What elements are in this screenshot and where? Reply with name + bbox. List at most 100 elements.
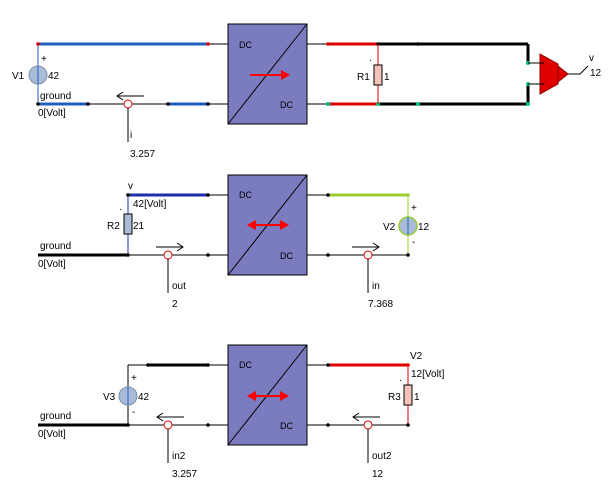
resistor-r2-value: 21 — [133, 221, 145, 232]
node-c1-d — [86, 102, 90, 106]
resistor-r2-dot: · — [119, 204, 122, 215]
source-v3-minus: - — [132, 407, 135, 418]
probe-label: v — [589, 53, 594, 64]
current-c2-out-value: 2 — [172, 299, 178, 310]
current-c1-value: 3.257 — [130, 149, 155, 160]
node-c3-f — [406, 363, 410, 367]
probe-output-lead-2 — [579, 65, 589, 75]
source-v1-plus: + — [41, 54, 47, 65]
node-c3-c — [126, 423, 130, 427]
node-c1-e — [166, 102, 170, 106]
voltage-probe-body — [539, 53, 559, 95]
current-meter-c3-in — [163, 420, 173, 430]
resistor-r1-label: R1 — [357, 72, 370, 83]
source-v3-plus: + — [131, 373, 137, 384]
current-c3-out-label: out2 — [372, 451, 392, 462]
resistor-r2-label: R2 — [107, 221, 120, 232]
source-v2-plus: + — [411, 203, 417, 214]
node-c2-f — [406, 193, 410, 197]
node-c2-d — [206, 253, 210, 257]
current-c1-label: i — [130, 130, 132, 141]
converter-1-in-label: DC — [239, 40, 252, 50]
node-c3-b — [206, 363, 210, 367]
node-c1-f — [206, 102, 210, 106]
resistor-r3-value: 1 — [414, 392, 420, 403]
converter-3-in-label: DC — [239, 360, 252, 370]
node-c1-i — [416, 42, 420, 46]
ground-value-c3: 0[Volt] — [38, 429, 66, 440]
source-v1-label: V1 — [12, 71, 25, 82]
source-v2-value: 12 — [418, 222, 430, 233]
current-c3-out-value: 12 — [372, 469, 384, 480]
resistor-r3 — [403, 384, 413, 406]
converter-2-in-label: DC — [239, 190, 252, 200]
current-arrow-c1-head — [116, 91, 124, 101]
node-c3-a — [146, 363, 150, 367]
source-v1-value: 42 — [48, 71, 60, 82]
converter-3-arrowhead-left — [247, 391, 256, 401]
source-v2-minus: - — [412, 237, 415, 248]
voltage-probe-tip — [557, 64, 569, 84]
node-c3-v-value: 12[Volt] — [411, 369, 445, 380]
probe-value: 12 — [590, 68, 602, 79]
resistor-r1 — [373, 64, 383, 86]
resistor-r3-label: R3 — [388, 392, 401, 403]
source-v3-value: 42 — [138, 392, 150, 403]
node-c2-b — [206, 193, 210, 197]
current-arrow-c2-out-head — [176, 242, 184, 252]
node-c3-g — [326, 423, 330, 427]
node-c1-c — [36, 102, 40, 106]
converter-2-arrowhead-right — [280, 220, 289, 230]
converter-2-out-label: DC — [280, 251, 293, 261]
circuit-1: + V1 42 ground 0[Volt] i 3.257 DC DC — [12, 23, 602, 160]
current-arrow-c2-in-head — [372, 242, 380, 252]
source-v3-label: V3 — [103, 392, 116, 403]
node-c2-a — [126, 193, 130, 197]
node-c3-v-label: V2 — [410, 351, 423, 362]
node-c1-g — [326, 42, 330, 46]
resistor-r3-dot: · — [399, 375, 402, 386]
node-c3-h — [406, 423, 410, 427]
node-c2-v-label: v — [128, 181, 133, 192]
node-c2-h — [406, 253, 410, 257]
current-meter-c3-out — [363, 420, 373, 430]
current-c3-in-value: 3.257 — [172, 469, 197, 480]
converter-3-arrowhead-right — [280, 391, 289, 401]
converter-2-arrowhead-left — [247, 220, 256, 230]
resistor-r1-value: 1 — [384, 72, 390, 83]
circuit-2: v 42[Volt] · R2 21 ground 0[Volt] out 2 … — [38, 174, 430, 310]
circuit-3: + - V3 42 ground 0[Volt] in2 3.257 DC DC… — [38, 344, 445, 480]
node-c1-j — [326, 102, 330, 106]
node-c3-d — [206, 423, 210, 427]
converter-1-arrowhead-right — [281, 70, 290, 80]
current-meter-c1 — [123, 99, 133, 109]
current-c2-out-label: out — [172, 281, 186, 292]
current-arrow-c3-in-head — [156, 412, 164, 422]
node-c2-v-value: 42[Volt] — [133, 199, 167, 210]
converter-1-out-label: DC — [280, 100, 293, 110]
ground-value-c2: 0[Volt] — [38, 259, 66, 270]
ground-label-c1: ground — [40, 91, 71, 102]
node-c2-c — [126, 253, 130, 257]
node-c1-b — [206, 42, 210, 46]
node-c2-e — [326, 193, 330, 197]
node-c1-l — [416, 102, 420, 106]
converter-3-out-label: DC — [280, 421, 293, 431]
node-c3-e — [326, 363, 330, 367]
current-c3-in-label: in2 — [172, 451, 186, 462]
ground-label-c3: ground — [40, 411, 71, 422]
current-arrow-c3-out-head — [352, 412, 360, 422]
current-c2-in-value: 7.368 — [368, 299, 393, 310]
node-c2-g — [326, 253, 330, 257]
resistor-r1-dot: · — [369, 55, 372, 66]
resistor-r2 — [123, 213, 133, 235]
current-c2-in-label: in — [372, 281, 380, 292]
current-meter-c2-out — [163, 250, 173, 260]
ground-value-c1: 0[Volt] — [38, 108, 66, 119]
ground-label-c2: ground — [40, 241, 71, 252]
node-c1-a — [36, 42, 40, 46]
source-v2-label: V2 — [383, 222, 396, 233]
node-c1-o — [526, 102, 530, 106]
